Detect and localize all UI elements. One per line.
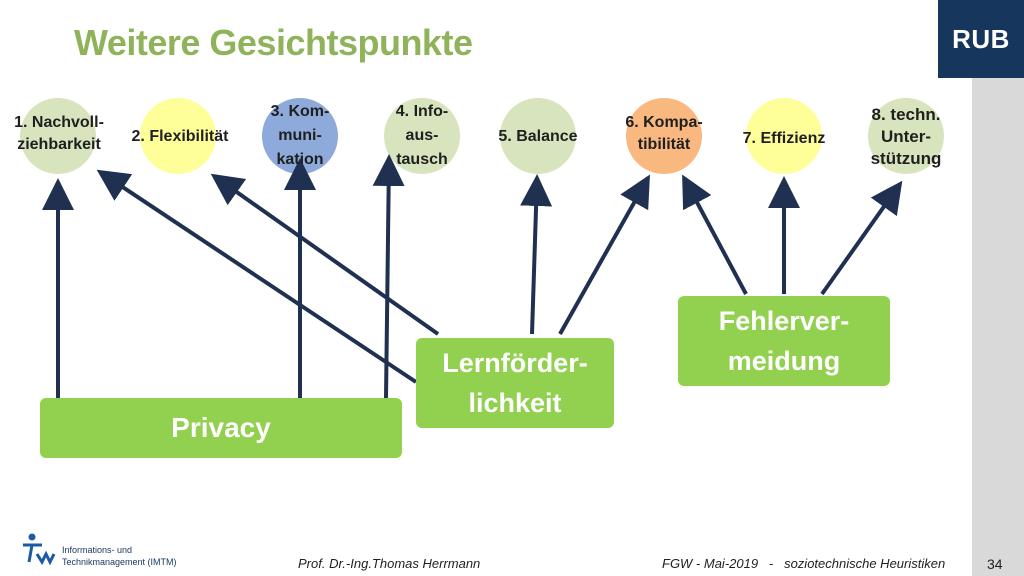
- imtm-line-1: Informations- und: [62, 545, 133, 555]
- criterion-circle-1: [20, 98, 96, 174]
- fehlervermeidung-label: Fehlerver- meidung: [718, 306, 850, 376]
- criterion-circle-7: [746, 98, 822, 174]
- criterion-circle-2: [140, 98, 216, 174]
- footer-event: FGW - Mai-2019 - soziotechnische Heurist…: [662, 556, 946, 571]
- footer-author: Prof. Dr.-Ing.Thomas Herrmann: [298, 556, 481, 571]
- lernfoerderlichkeit-box: Lernförder- lichkeit: [416, 338, 614, 428]
- arrow-lern-2: [210, 173, 440, 336]
- privacy-box: Privacy: [40, 398, 402, 458]
- fehlervermeidung-box: Fehlerver- meidung: [678, 296, 890, 386]
- criterion-label-7: 7. Effizienz: [742, 130, 826, 147]
- arrow-fehler-8: [820, 180, 903, 296]
- arrow-lern-1: [96, 169, 418, 384]
- lernfoerderlichkeit-label: Lernförder- lichkeit: [442, 348, 588, 418]
- criterion-label-1: 1. Nachvoll- ziehbarkeit: [14, 114, 104, 153]
- criterion-label-4: 4. Info- aus- tausch: [395, 103, 449, 168]
- arrow-lern-6: [558, 174, 650, 335]
- slide-title: Weitere Gesichtspunkte: [74, 22, 473, 63]
- page-number: 34: [987, 556, 1003, 572]
- criterion-label-2: 2. Flexibilität: [131, 128, 229, 145]
- criterion-circle-6: [626, 98, 702, 174]
- criterion-label-6: 6. Kompa- tibilität: [625, 114, 703, 153]
- criterion-label-3: 3. Kom- muni- kation: [270, 103, 330, 168]
- arrow-lern-5: [520, 174, 553, 335]
- sidebar-band: [972, 78, 1024, 576]
- arrow-fehler-6: [682, 174, 748, 295]
- criterion-label-8: 8. techn. Unter- stützung: [870, 105, 942, 168]
- criterion-label-5: 5. Balance: [498, 128, 578, 145]
- imtm-logo-icon: [23, 533, 56, 566]
- rub-logo: RUB: [938, 0, 1024, 78]
- criterion-circle-5: [500, 98, 576, 174]
- criterion-circle-8: [868, 98, 944, 174]
- imtm-line-2: Technikmanagement (IMTM): [62, 557, 177, 567]
- arrow-privacy-4: [372, 154, 405, 399]
- imtm-label: Informations- und Technikmanagement (IMT…: [62, 544, 177, 568]
- privacy-label: Privacy: [171, 412, 271, 443]
